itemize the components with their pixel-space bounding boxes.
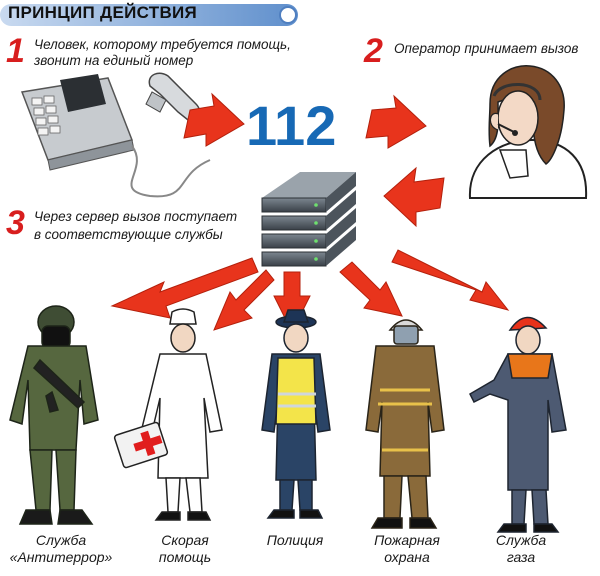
arrow-to-ambulance (213, 269, 275, 331)
page-title: ПРИНЦИП ДЕЙСТВИЯ (8, 3, 198, 22)
service-label-line-2: газа (506, 549, 536, 565)
step-1-line-1: Человек, которому требуется помощь, (34, 37, 291, 52)
service-label-line-1: Служба (35, 532, 87, 548)
step-1-number: 1 (6, 32, 25, 70)
step-3-line-2: в соответствующие службы (34, 227, 223, 242)
paramedic-icon (113, 308, 223, 521)
arrow-to-antiterror (110, 257, 259, 319)
telephone-icon (20, 74, 211, 198)
service-label-line-1: Служба (495, 532, 547, 548)
service-label-line-2: помощь (158, 549, 212, 565)
step-1-line-2: звонит на единый номер (34, 53, 194, 68)
arrow-to-gas (391, 249, 510, 311)
service-label-line-1: Пожарная (374, 532, 440, 548)
firefighter-icon (365, 319, 445, 529)
operator-icon (468, 65, 588, 199)
service-label-line-2: охрана (384, 549, 430, 565)
service-label-line-1: Полиция (266, 532, 324, 548)
step-2-number: 2 (364, 32, 383, 70)
service-label-police: Полиция (240, 532, 350, 549)
antiterror-soldier-icon (9, 305, 99, 525)
emergency-number: 112 (246, 94, 337, 157)
service-label-line-1: Скорая (161, 532, 209, 548)
service-label-line-2: «Антитеррор» (9, 549, 113, 565)
service-label-antiterror: Служба «Антитеррор» (6, 532, 116, 566)
server-icon (261, 172, 356, 267)
step-3-line-1: Через сервер вызов поступает (34, 209, 238, 224)
header-bar (0, 4, 298, 26)
arrow-112-to-operator (365, 94, 427, 149)
arrow-phone-to-112 (183, 92, 245, 147)
service-label-gas: Служба газа (466, 532, 576, 566)
step-3-number: 3 (6, 204, 25, 242)
arrow-to-fire (339, 261, 403, 317)
service-label-fire: Пожарная охрана (352, 532, 462, 566)
police-officer-icon (261, 309, 331, 519)
step-2-line-1: Оператор принимает вызов (394, 41, 579, 56)
gas-worker-icon (469, 316, 567, 533)
service-label-ambulance: Скорая помощь (130, 532, 240, 566)
arrow-operator-to-server (383, 166, 445, 228)
